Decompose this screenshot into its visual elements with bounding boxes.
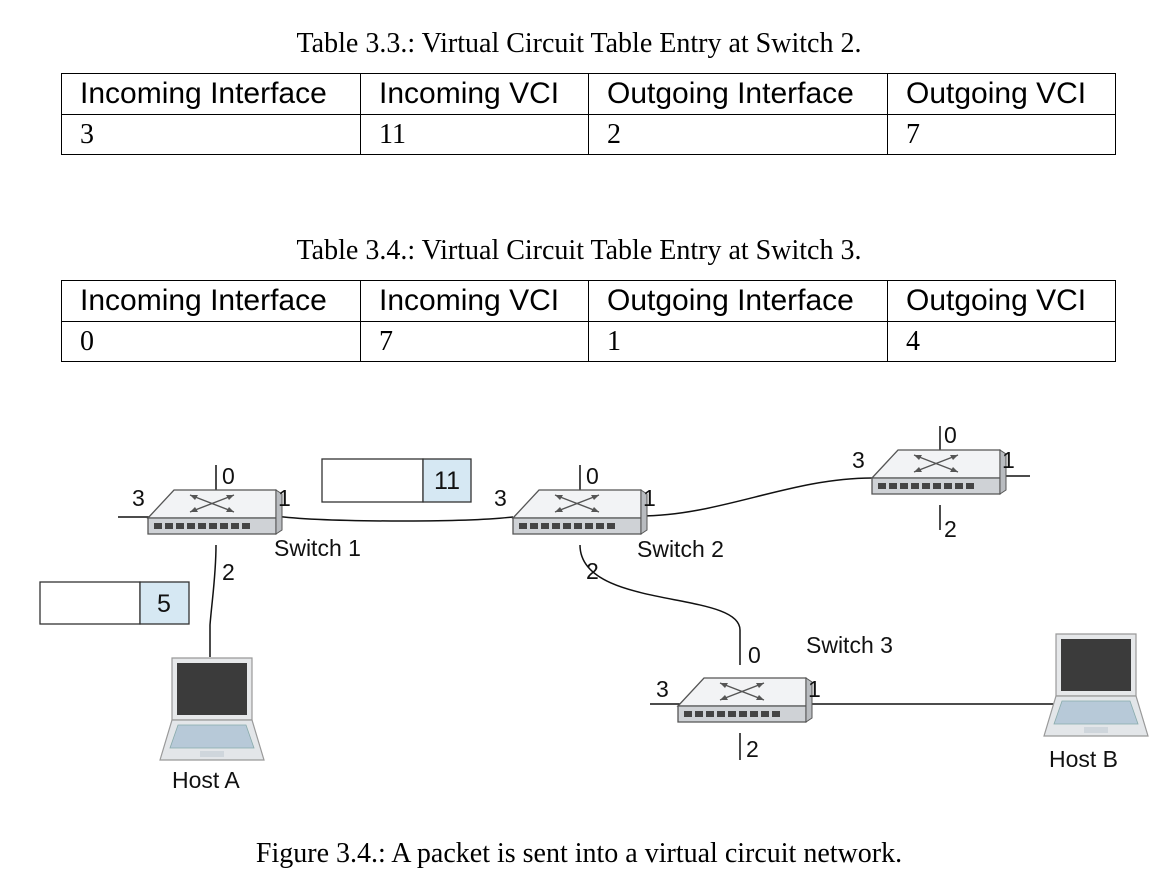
cell-outgoing-vci: 7 (887, 114, 1116, 155)
switch-2-icon (512, 489, 648, 535)
header-outgoing-interface: Outgoing Interface (588, 73, 888, 115)
switch1-port-3: 3 (132, 485, 145, 511)
switch2-port-3: 3 (494, 485, 507, 511)
switch-3-label: Switch 3 (806, 632, 893, 658)
switch4-port-3: 3 (852, 447, 865, 473)
switch2-port-1: 1 (643, 485, 656, 511)
switch3-port-0: 0 (748, 642, 761, 668)
table-3-3-caption: Table 3.3.: Virtual Circuit Table Entry … (296, 28, 862, 59)
packet-vci-5: 5 (39, 581, 190, 625)
table-row: 3 11 2 7 (61, 114, 1116, 155)
virtual-circuit-network-diagram: 5 11 Switch 1 Switch 2 Switch 3 Host A H… (39, 422, 1149, 793)
link-switch2-switch4 (639, 477, 873, 517)
switch3-port-2: 2 (746, 736, 759, 762)
vc-table-switch-2: Incoming Interface Incoming VCI Outgoing… (61, 73, 1116, 155)
link-switch2-switch3 (579, 544, 741, 665)
switch-1-label: Switch 1 (274, 535, 361, 561)
link-switch1-hosta (209, 544, 217, 657)
host-b-label: Host B (1049, 746, 1118, 772)
vc-table-switch-3: Incoming Interface Incoming VCI Outgoing… (61, 280, 1116, 362)
header-incoming-vci: Incoming VCI (360, 280, 589, 322)
cell-outgoing-vci: 4 (887, 321, 1116, 362)
packet-vci-11: 11 (321, 458, 472, 503)
switch3-port-1: 1 (808, 676, 821, 702)
table-header-row: Incoming Interface Incoming VCI Outgoing… (61, 73, 1116, 115)
switch-2-label: Switch 2 (637, 536, 724, 562)
cell-outgoing-interface: 1 (588, 321, 888, 362)
switch1-port-1: 1 (278, 485, 291, 511)
cell-incoming-interface: 0 (61, 321, 361, 362)
header-incoming-vci: Incoming VCI (360, 73, 589, 115)
switch-4-icon (871, 449, 1007, 495)
switch3-port-3: 3 (656, 676, 669, 702)
host-a-label: Host A (172, 767, 240, 793)
switch2-port-0: 0 (586, 463, 599, 489)
table-row: 0 7 1 4 (61, 321, 1116, 362)
switch4-port-1: 1 (1002, 447, 1015, 473)
cell-incoming-vci: 7 (360, 321, 589, 362)
table-header-row: Incoming Interface Incoming VCI Outgoing… (61, 280, 1116, 322)
switch2-port-2: 2 (586, 558, 599, 584)
network-links (118, 426, 1060, 760)
switch4-port-0: 0 (944, 422, 957, 448)
cell-outgoing-interface: 2 (588, 114, 888, 155)
header-incoming-interface: Incoming Interface (61, 280, 361, 322)
switch1-port-0: 0 (222, 463, 235, 489)
cell-incoming-interface: 3 (61, 114, 361, 155)
header-outgoing-vci: Outgoing VCI (887, 280, 1116, 322)
switch-3-icon (677, 677, 813, 723)
figure-3-4-caption: Figure 3.4.: A packet is sent into a vir… (255, 838, 903, 869)
switch1-port-2: 2 (222, 559, 235, 585)
host-b-laptop-icon (1043, 633, 1149, 737)
packet-2-vci-label: 11 (434, 467, 460, 495)
packet-1-vci-label: 5 (157, 590, 171, 618)
switch-1-icon (147, 489, 283, 535)
link-switch1-switch2 (274, 515, 514, 522)
host-a-laptop-icon (159, 657, 265, 761)
cell-incoming-vci: 11 (360, 114, 589, 155)
switch4-port-2: 2 (944, 516, 957, 542)
header-outgoing-vci: Outgoing VCI (887, 73, 1116, 115)
table-3-4-caption: Table 3.4.: Virtual Circuit Table Entry … (296, 235, 862, 266)
header-incoming-interface: Incoming Interface (61, 73, 361, 115)
header-outgoing-interface: Outgoing Interface (588, 280, 888, 322)
